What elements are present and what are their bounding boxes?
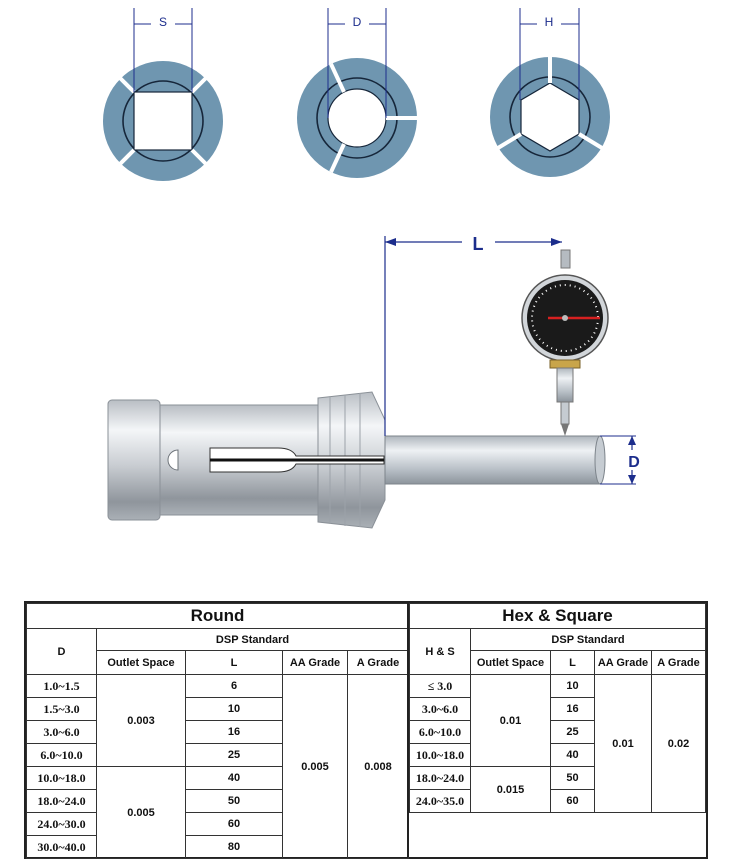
measured-rod [384, 435, 606, 485]
collet-side-view [107, 391, 386, 529]
round-range: 18.0~24.0 [26, 789, 97, 813]
hex-l: 16 [550, 697, 595, 721]
round-l: 50 [185, 789, 283, 813]
round-aa-header: AA Grade [282, 650, 348, 675]
round-a-grade: 0.008 [347, 674, 409, 859]
hex-a-header: A Grade [651, 650, 706, 675]
length-dimension: L [384, 234, 562, 436]
diameter-label: D [628, 454, 640, 471]
hex-hs-header: H & S [409, 628, 471, 675]
round-l: 6 [185, 674, 283, 698]
round-aa-grade: 0.005 [282, 674, 348, 859]
square-collet-section: S [103, 8, 223, 181]
hex-outlet-header: Outlet Space [470, 650, 551, 675]
hex-l: 40 [550, 743, 595, 767]
length-label: L [473, 234, 484, 254]
hex-range: 18.0~24.0 [409, 766, 471, 790]
hex-range: ≤ 3.0 [409, 674, 471, 698]
hex-l: 60 [550, 789, 595, 813]
round-outlet-header: Outlet Space [96, 650, 186, 675]
hex-range: 10.0~18.0 [409, 743, 471, 767]
round-l-header: L [185, 650, 283, 675]
round-title: Round [26, 603, 409, 629]
round-range: 24.0~30.0 [26, 812, 97, 836]
round-l: 25 [185, 743, 283, 767]
hex-aa-grade: 0.01 [594, 674, 652, 813]
hex-l: 10 [550, 674, 595, 698]
hex-outlet-space: 0.01 [470, 674, 551, 767]
round-range: 30.0~40.0 [26, 835, 97, 859]
round-a-header: A Grade [347, 650, 409, 675]
hex-standard-header: DSP Standard [470, 628, 706, 651]
hex-range: 6.0~10.0 [409, 720, 471, 744]
hex-collet-section: H [490, 8, 610, 177]
table-divider [407, 603, 409, 857]
round-outlet-space: 0.005 [96, 766, 186, 859]
round-table: Round D DSP Standard Outlet Space L AA G… [26, 603, 409, 859]
hex-range: 3.0~6.0 [409, 697, 471, 721]
dial-indicator [521, 249, 609, 436]
round-range: 1.5~3.0 [26, 697, 97, 721]
diameter-dimension: D [600, 435, 644, 485]
hex-square-table: Hex & Square H & S DSP Standard Outlet S… [409, 603, 706, 813]
round-range: 3.0~6.0 [26, 720, 97, 744]
round-l: 80 [185, 835, 283, 859]
round-l: 60 [185, 812, 283, 836]
round-range: 6.0~10.0 [26, 743, 97, 767]
hex-size-label: H [545, 15, 554, 29]
round-standard-header: DSP Standard [96, 628, 409, 651]
square-size-label: S [159, 15, 167, 29]
hex-l-header: L [550, 650, 595, 675]
round-l: 40 [185, 766, 283, 790]
collet-measurement-diagram: S D H [103, 8, 644, 529]
tolerance-table: Round D DSP Standard Outlet Space L AA G… [24, 601, 708, 859]
hex-a-grade: 0.02 [651, 674, 706, 813]
round-size-label: D [353, 15, 362, 29]
hex-title: Hex & Square [409, 603, 706, 629]
round-l: 16 [185, 720, 283, 744]
round-d-header: D [26, 628, 97, 675]
hex-l: 50 [550, 766, 595, 790]
hex-outlet-space: 0.015 [470, 766, 551, 813]
hex-aa-header: AA Grade [594, 650, 652, 675]
round-collet-section: D [297, 8, 418, 178]
hex-l: 25 [550, 720, 595, 744]
hex-range: 24.0~35.0 [409, 789, 471, 813]
round-range: 10.0~18.0 [26, 766, 97, 790]
round-outlet-space: 0.003 [96, 674, 186, 767]
round-l: 10 [185, 697, 283, 721]
round-range: 1.0~1.5 [26, 674, 97, 698]
